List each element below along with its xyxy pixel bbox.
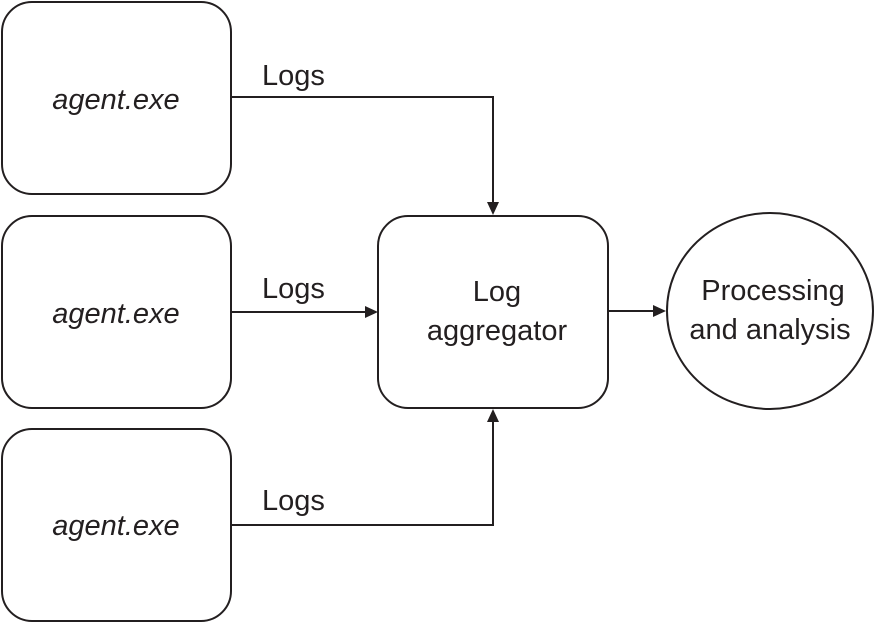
agent-node-3-label: agent.exe <box>52 510 179 542</box>
processing-node: Processing and analysis <box>666 212 874 410</box>
edge-label-logs-3: Logs <box>262 485 325 517</box>
arrowhead-right <box>653 305 666 317</box>
edge-agent-2-to-aggregator: Logs <box>231 273 378 318</box>
log-aggregator-node: Log aggregator <box>377 215 609 409</box>
processing-label-line1: Processing <box>701 275 844 307</box>
log-aggregator-label-line1: Log <box>473 276 521 308</box>
arrowhead-down <box>487 202 499 215</box>
edge-agent-3-to-aggregator: Logs <box>231 409 499 526</box>
arrowhead-right <box>365 306 378 318</box>
edge-aggregator-to-processing <box>608 305 666 317</box>
log-aggregator-label-line2: aggregator <box>427 315 568 347</box>
arrowhead-up <box>487 409 499 422</box>
agent-node-2-label: agent.exe <box>52 298 179 330</box>
agent-node-3: agent.exe <box>1 428 232 622</box>
processing-label-line2: and analysis <box>689 314 850 346</box>
agent-node-1: agent.exe <box>1 1 232 195</box>
edge-agent-1-to-aggregator: Logs <box>231 60 499 215</box>
edge-label-logs-2: Logs <box>262 273 325 305</box>
edge-label-logs-1: Logs <box>262 60 325 92</box>
agent-node-2: agent.exe <box>1 215 232 409</box>
agent-node-1-label: agent.exe <box>52 84 179 116</box>
